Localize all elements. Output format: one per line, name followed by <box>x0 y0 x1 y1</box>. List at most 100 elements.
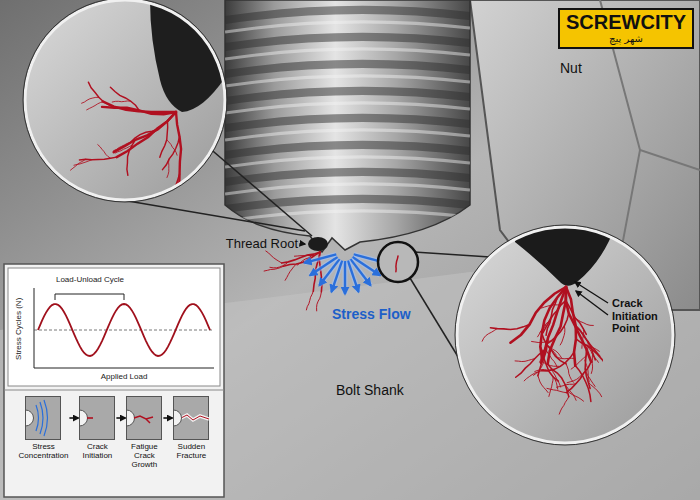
part-name: Bolt Shank <box>336 382 404 398</box>
leader-line <box>575 282 608 303</box>
fracture-edge <box>181 415 209 420</box>
stage-plate <box>174 397 209 440</box>
crack-line <box>540 347 558 381</box>
crack-line <box>285 264 296 280</box>
stage-caption: Sudden Fracture <box>177 443 207 461</box>
crack-line <box>117 112 176 157</box>
stress-wave <box>38 304 210 356</box>
crack-line <box>266 251 282 263</box>
crack-line <box>70 159 85 170</box>
thread-groove <box>225 10 470 20</box>
flow-arrow <box>348 261 359 292</box>
crack-line <box>87 417 93 419</box>
magnifier-line <box>122 200 305 231</box>
stress-flow-arrows <box>304 254 385 294</box>
stage-illustration <box>25 396 61 440</box>
chart-frame <box>8 268 220 386</box>
stage-illustration <box>173 396 209 440</box>
thread-groove <box>225 37 470 47</box>
panel-divider <box>4 390 224 391</box>
flow-glow <box>343 261 348 294</box>
crack-line <box>566 287 591 362</box>
crack-line <box>172 198 177 216</box>
stage-plate <box>127 397 162 440</box>
magnifier-ring <box>25 0 225 200</box>
right-magnifier-content <box>457 227 673 443</box>
magnified-cracks <box>70 82 181 216</box>
thread-crest <box>225 76 470 86</box>
crack-line <box>591 354 593 374</box>
magnifier-ring <box>457 227 673 443</box>
stage-box: Fatigue Crack Growth <box>126 396 162 470</box>
crack-line <box>112 101 131 102</box>
crack-line <box>176 112 181 187</box>
crack-line <box>540 287 566 360</box>
axis-title: Applied Load <box>101 372 148 382</box>
leader-lines <box>301 244 608 316</box>
flow-glow <box>304 254 336 263</box>
stage-box: Sudden Fracture <box>173 396 209 461</box>
crack-line <box>482 329 497 342</box>
magnifier-ring <box>455 225 675 445</box>
cycle-bracket <box>55 294 124 300</box>
crack-line <box>565 384 576 400</box>
crack-line <box>546 350 557 367</box>
flow-arrow <box>344 261 346 294</box>
stress-line <box>44 400 48 436</box>
crack-line <box>542 333 566 363</box>
stage-caption: Fatigue Crack Growth <box>131 443 158 470</box>
crack-line <box>490 324 529 329</box>
stage-caption: Stress Concentration <box>19 443 69 461</box>
crack-line <box>541 352 574 371</box>
logo-subtext: شهر پیچ <box>566 33 686 45</box>
crack-line <box>567 390 584 401</box>
threaded-bolt <box>225 0 470 252</box>
stress-line <box>36 405 39 431</box>
left-magnifier-content <box>25 0 230 216</box>
thread-groove <box>225 118 470 128</box>
flow-label: Stress Flow <box>332 306 411 322</box>
magnified-thread <box>515 227 615 286</box>
small-crack <box>396 256 398 272</box>
stage-illustration <box>126 396 162 440</box>
stage-plate <box>80 397 115 440</box>
crack-line <box>533 359 544 375</box>
stage-plate <box>26 397 61 440</box>
crack-line <box>87 102 104 110</box>
magnifier-ring <box>23 0 227 202</box>
magnified-cracks <box>482 287 603 414</box>
inset-panel <box>4 264 224 497</box>
magnifier-line <box>410 278 460 360</box>
flow-arrow <box>304 254 336 263</box>
small-magnifier-ring <box>378 242 418 282</box>
stress-wave <box>38 304 210 356</box>
stage-box: Crack Initiation <box>79 396 115 461</box>
crack-line <box>538 376 548 393</box>
right-magnifier <box>455 225 675 445</box>
thread-crest <box>225 103 470 113</box>
thread-groove <box>225 145 470 155</box>
notch <box>127 410 135 426</box>
crack-line <box>98 145 111 159</box>
leader-line <box>301 243 305 245</box>
thread-root-notch <box>308 237 328 251</box>
crack-line <box>306 291 313 310</box>
stage-illustration <box>79 396 115 440</box>
chart-annotation: Load-Unload Cycle <box>56 275 124 285</box>
crack-line <box>396 256 398 272</box>
crack-line <box>549 377 553 396</box>
x-axis <box>34 368 214 369</box>
callout-label: Crack Initiation Point <box>612 297 670 335</box>
crack-line <box>566 364 573 382</box>
part-name: Nut <box>560 60 582 76</box>
stage-arrow <box>163 417 172 419</box>
stage-arrow <box>116 417 125 419</box>
notch <box>80 410 88 426</box>
thread-crest <box>225 130 470 140</box>
crack-line <box>510 287 566 343</box>
small-magnifier <box>378 242 418 282</box>
crack-line <box>588 382 601 397</box>
crack-line <box>541 287 566 363</box>
mean-line <box>34 330 214 331</box>
